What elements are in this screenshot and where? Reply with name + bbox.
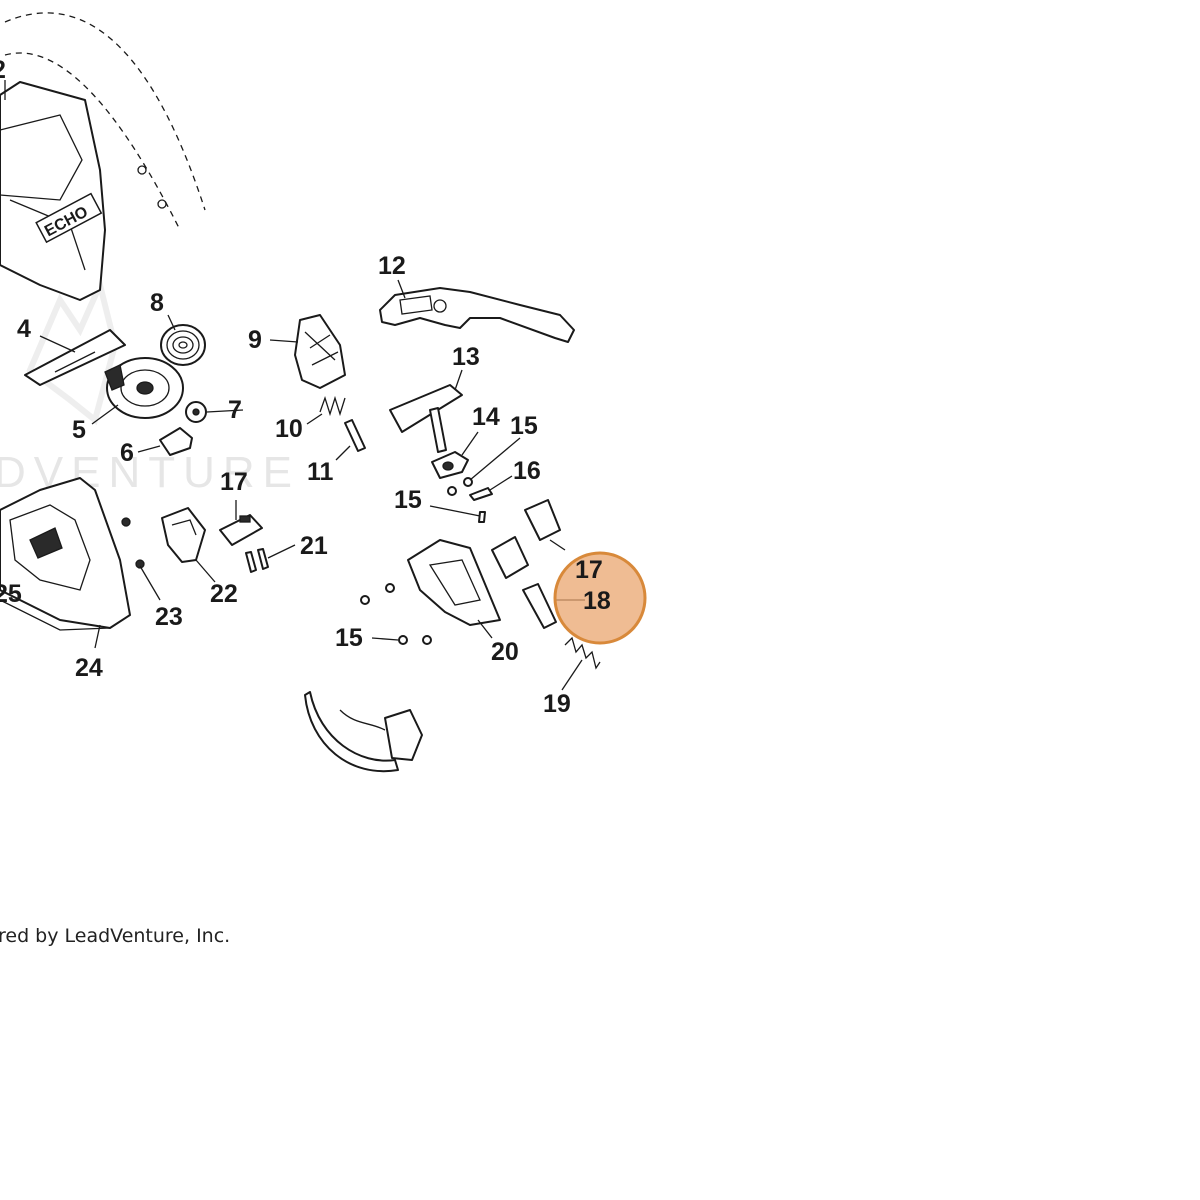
part-17-switch-blocks[interactable]: [491, 499, 561, 579]
callout-15-middle: 15: [394, 486, 422, 514]
callout-7: 7: [228, 396, 242, 424]
callout-17-right: 17: [575, 556, 603, 584]
part-15-screws-upper[interactable]: [447, 477, 493, 523]
callout-9: 9: [248, 326, 262, 354]
part-6-clip[interactable]: [159, 427, 193, 456]
part-13-trigger[interactable]: [389, 384, 463, 453]
callout-19: 19: [543, 690, 571, 718]
callout-15-lower: 15: [335, 624, 363, 652]
callout-23: 23: [155, 603, 183, 631]
callout-10: 10: [275, 415, 303, 443]
callout-21: 21: [300, 532, 328, 560]
part-11-pin[interactable]: [344, 419, 366, 452]
callout-24: 24: [75, 654, 103, 682]
part-10-spring[interactable]: [319, 395, 346, 417]
callout-11: 11: [307, 458, 334, 486]
wiring-harness[interactable]: [304, 691, 423, 773]
part-19-spring[interactable]: [564, 636, 601, 670]
part-23-screws[interactable]: [121, 517, 145, 569]
callout-2: 2: [0, 56, 6, 84]
part-5-pulley[interactable]: [104, 357, 184, 419]
part-22-bracket[interactable]: [161, 507, 206, 563]
callout-20: 20: [491, 638, 519, 666]
leader-lines: [4, 80, 585, 691]
callout-25: 25: [0, 580, 22, 608]
highlight-marker[interactable]: [553, 551, 647, 645]
callout-13: 13: [452, 343, 480, 371]
part-24-handle-housing[interactable]: [0, 477, 131, 631]
part-15-screws-lower[interactable]: [360, 583, 432, 645]
callout-18: 18: [583, 587, 611, 615]
part-9-latch[interactable]: [294, 314, 346, 389]
callout-8: 8: [150, 289, 164, 317]
credit-text: red by LeadVenture, Inc.: [0, 925, 230, 947]
part-2-front-cover[interactable]: ECHO: [0, 81, 106, 301]
callout-16: 16: [513, 457, 541, 485]
part-14-clip[interactable]: [431, 451, 469, 479]
callout-5: 5: [72, 416, 86, 444]
callout-4: 4: [17, 315, 31, 343]
callout-17-left: 17: [220, 468, 248, 496]
part-12-lever[interactable]: [379, 287, 575, 343]
part-4-plate[interactable]: [24, 329, 126, 386]
part-21-pins[interactable]: [245, 548, 269, 573]
part-8-spring[interactable]: [160, 324, 206, 366]
callout-6: 6: [120, 439, 134, 467]
guide-bar-outline: [4, 12, 206, 231]
callout-22: 22: [210, 580, 238, 608]
callout-15-upper: 15: [510, 412, 538, 440]
callout-labels: 2 4 5 6 7 8 9 10 11 12 13 14 15 16 15 17…: [0, 56, 611, 718]
part-17-switch-left[interactable]: [219, 514, 263, 546]
part-20-plate[interactable]: [407, 539, 501, 626]
callout-14: 14: [472, 403, 500, 431]
part-18-sleeve[interactable]: [522, 583, 557, 629]
part-7-gear[interactable]: [185, 401, 207, 423]
callout-12: 12: [378, 252, 406, 280]
